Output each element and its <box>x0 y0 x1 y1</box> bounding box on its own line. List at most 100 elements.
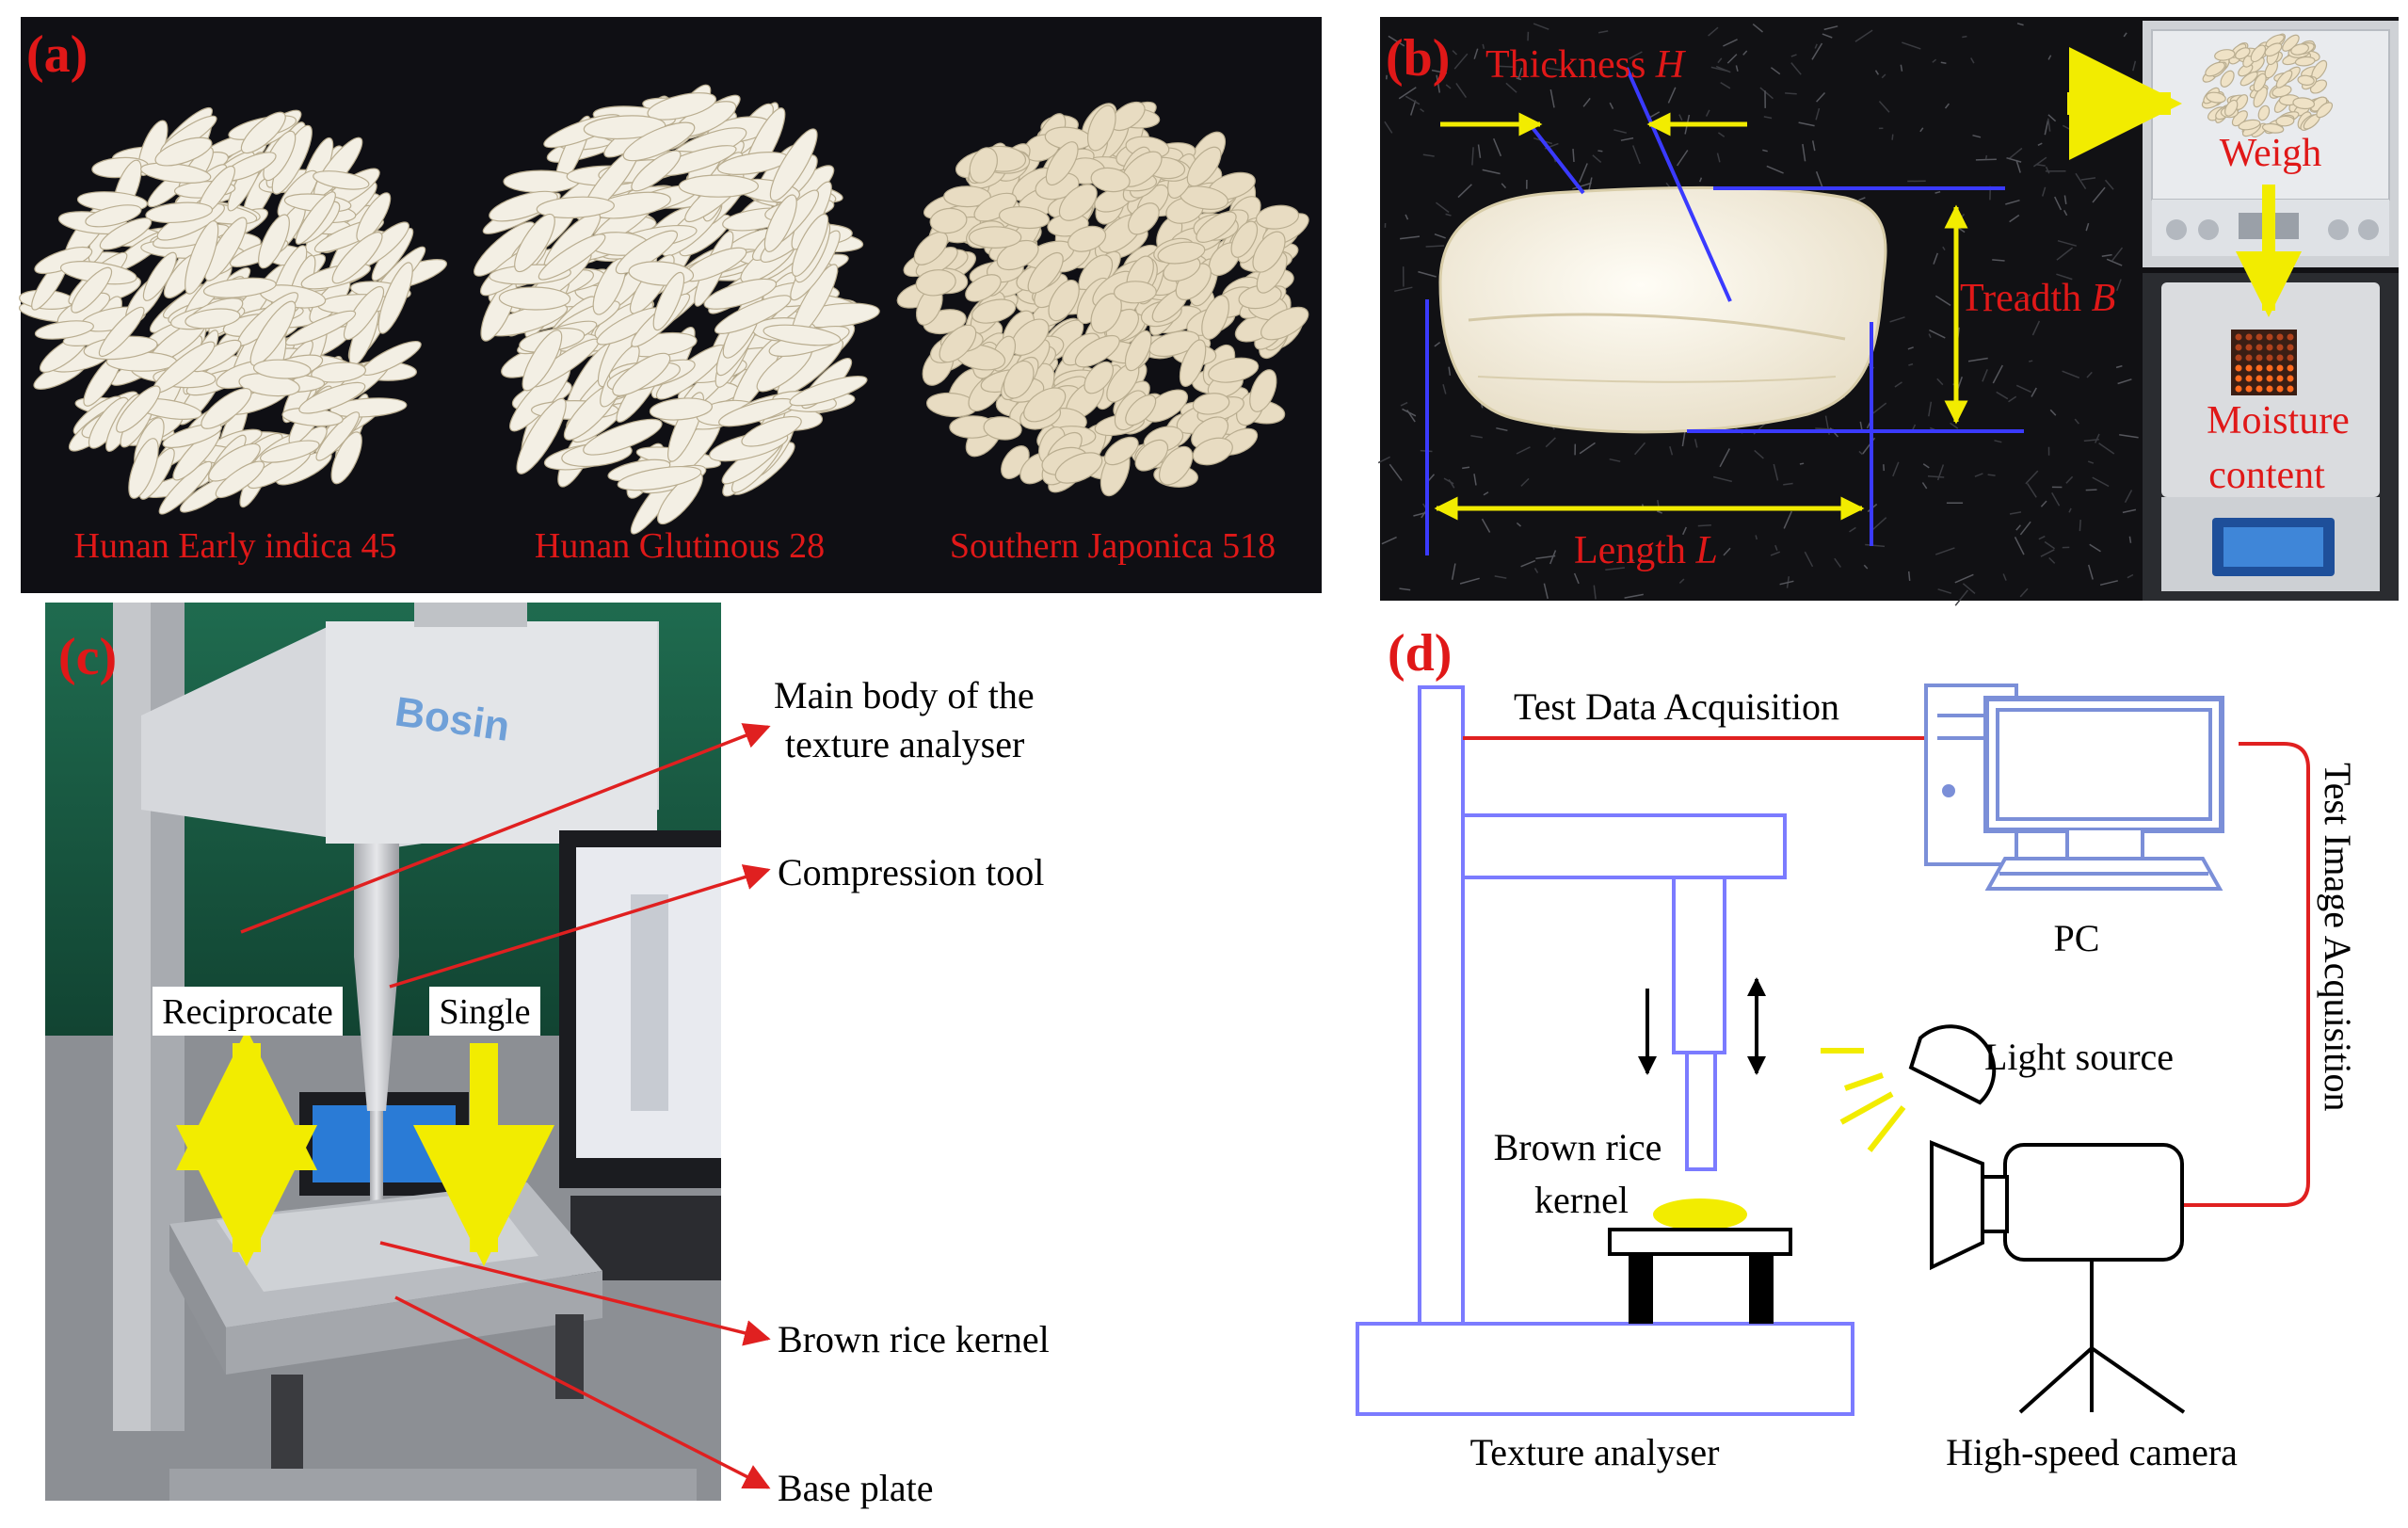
panel-d: (d) <box>1356 624 2359 1473</box>
rice-grain-mark <box>34 320 94 340</box>
analyser-column <box>1418 685 1465 1326</box>
rice-grain-mark <box>622 121 696 162</box>
rice-grain-mark <box>1124 330 1152 372</box>
rice-grain-mark <box>1192 437 1233 466</box>
rice-grain-mark <box>116 385 161 433</box>
rice-grain-mark <box>263 130 297 182</box>
texture-analyser-label: Texture analyser <box>1470 1431 1720 1473</box>
rice-grain-mark <box>240 111 286 154</box>
rice-grain-mark <box>612 352 671 396</box>
rice-grain-mark <box>583 115 666 140</box>
rice-grain-mark <box>185 220 219 295</box>
rice-grain-mark <box>969 147 998 184</box>
rice-grain-mark <box>1084 361 1115 394</box>
rice-grain-mark <box>1249 369 1277 412</box>
rice-pile-glutinous <box>474 84 880 535</box>
thickness-symbol: H <box>1655 43 1687 87</box>
rice-grain-mark <box>714 295 792 334</box>
variety-label-1: Hunan Early indica 45 <box>74 526 397 566</box>
rice-grain-mark <box>583 418 663 456</box>
stage-leg-right <box>1749 1254 1774 1324</box>
svg-text:Length L: Length L <box>1574 529 1718 572</box>
rice-grain-mark <box>1128 202 1160 235</box>
rice-grain-mark <box>913 232 949 265</box>
rice-grain-mark <box>2297 74 2315 86</box>
light-source-icon <box>1821 1024 1997 1152</box>
moisture-label-line1: Moisture <box>2207 399 2350 442</box>
rice-grain-mark <box>201 388 252 429</box>
rice-grain-mark <box>285 310 357 346</box>
rice-grain-mark <box>2257 105 2271 121</box>
rice-grain-mark <box>154 137 213 167</box>
rice-grain-mark <box>331 232 383 284</box>
rice-grain-mark <box>259 440 320 463</box>
rice-grain-mark <box>162 423 222 449</box>
rice-grain-mark <box>1230 220 1259 258</box>
moisture-label-line2: content <box>2208 454 2325 497</box>
rice-grain-mark <box>2253 86 2268 108</box>
rice-grain-mark <box>1201 295 1230 340</box>
rice-grain-mark <box>965 274 1002 302</box>
kernel-label-line1: Brown rice <box>1494 1126 1662 1168</box>
rice-kernel-mark <box>1653 1198 1747 1230</box>
rice-grain-mark <box>128 438 159 499</box>
rice-grain-mark <box>1058 184 1098 221</box>
rice-grain-mark <box>2235 47 2251 60</box>
rice-grain-mark <box>647 92 717 121</box>
rice-grain-mark <box>142 251 177 301</box>
rice-grain-mark <box>503 169 580 194</box>
rice-grain-mark <box>2294 56 2316 67</box>
rice-grain-mark <box>204 217 248 281</box>
rice-grain-mark <box>1255 204 1300 230</box>
analyser-base <box>1356 1322 1854 1416</box>
rice-grain-mark <box>313 170 370 190</box>
callout-main-body-line2: texture analyser <box>785 723 1024 765</box>
rice-grain-mark <box>329 397 408 418</box>
rice-grain-mark <box>1068 225 1107 252</box>
test-image-label: Test Image Acquisition <box>2317 763 2359 1111</box>
callout-brown-rice-kernel: Brown rice kernel <box>778 1318 1050 1360</box>
rice-grain-mark <box>1003 360 1035 399</box>
test-data-label: Test Data Acquisition <box>1514 685 1839 728</box>
variety-label-2: Hunan Glutinous 28 <box>535 526 825 566</box>
rice-grain-mark <box>85 204 142 228</box>
rice-grain-mark <box>311 362 367 383</box>
rice-grain-mark <box>1027 251 1064 294</box>
treadth-symbol: B <box>2092 277 2116 320</box>
svg-text:Thickness H: Thickness H <box>1485 43 1687 87</box>
rice-grain-mark <box>1208 357 1260 383</box>
stage-leg-left <box>1629 1254 1653 1324</box>
rice-grain-mark <box>295 191 336 245</box>
rice-grain-mark <box>2214 49 2236 61</box>
rice-grain-mark <box>249 300 297 366</box>
rice-grain-mark <box>98 306 145 358</box>
reciprocate-label-box <box>153 987 343 1036</box>
rice-grain-mark <box>1023 387 1067 423</box>
kernel-label-line2: kernel <box>1534 1179 1629 1221</box>
rice-grain-mark <box>678 174 760 198</box>
panel-d-tag: (d) <box>1388 624 1452 683</box>
rice-pile-japonica <box>896 101 1309 497</box>
panel-b: (b) Thickness H Treadth B Length L Weigh <box>1377 17 2399 606</box>
image-wire <box>2182 742 2310 1207</box>
rice-grain-mark <box>1125 394 1157 426</box>
rice-grain-mark <box>2238 63 2254 77</box>
single-label-box <box>429 987 540 1036</box>
rice-grain-mark <box>514 213 555 273</box>
svg-text:Treadth B: Treadth B <box>1960 277 2115 320</box>
rice-grain-mark <box>1157 241 1206 265</box>
rice-grain-mark <box>1090 167 1131 193</box>
rice-grain-mark <box>649 397 713 421</box>
analyser-probe-upper <box>1672 876 1726 1054</box>
rice-grain-mark <box>1196 211 1237 243</box>
rice-grain-mark <box>789 376 868 407</box>
rice-grain-mark <box>968 226 1022 249</box>
callout-main-body-line1: Main body of the <box>774 674 1035 716</box>
rice-grain-mark <box>2206 91 2226 104</box>
rice-grain-mark <box>1045 141 1079 186</box>
rice-grain-mark <box>943 185 991 208</box>
rice-grain-mark <box>536 196 615 218</box>
rice-grain <box>1438 185 1887 434</box>
rice-grain-mark <box>377 262 413 334</box>
high-speed-camera-icon <box>1930 1140 2186 1414</box>
